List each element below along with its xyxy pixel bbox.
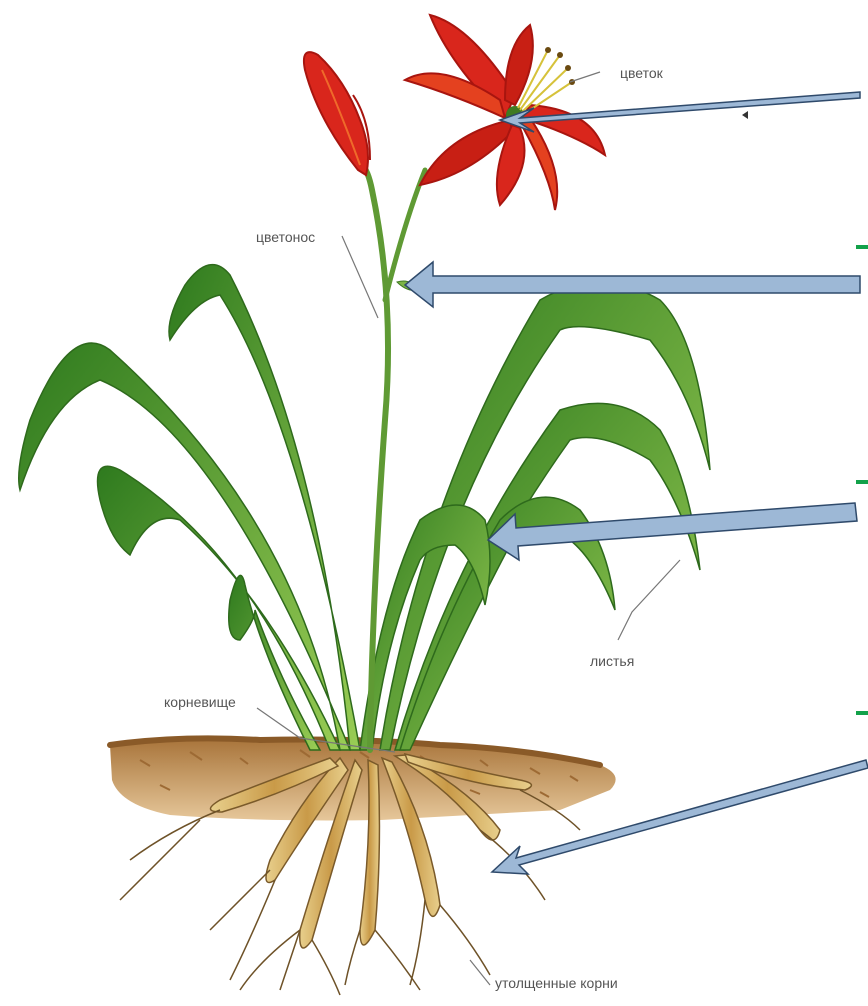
leaves (19, 265, 710, 750)
small-mark (742, 111, 748, 119)
fine-roots (120, 790, 580, 995)
label-thick-roots: утолщенные корни (495, 975, 618, 991)
label-rhizome: корневище (164, 694, 236, 710)
label-leaves: листья (590, 653, 634, 669)
green-dash-markers (856, 247, 868, 713)
label-flower: цветок (620, 65, 664, 81)
flower-illustration (405, 15, 605, 210)
flower-bud (304, 52, 370, 175)
label-peduncle: цветонос (256, 229, 315, 245)
peduncle (362, 165, 425, 750)
